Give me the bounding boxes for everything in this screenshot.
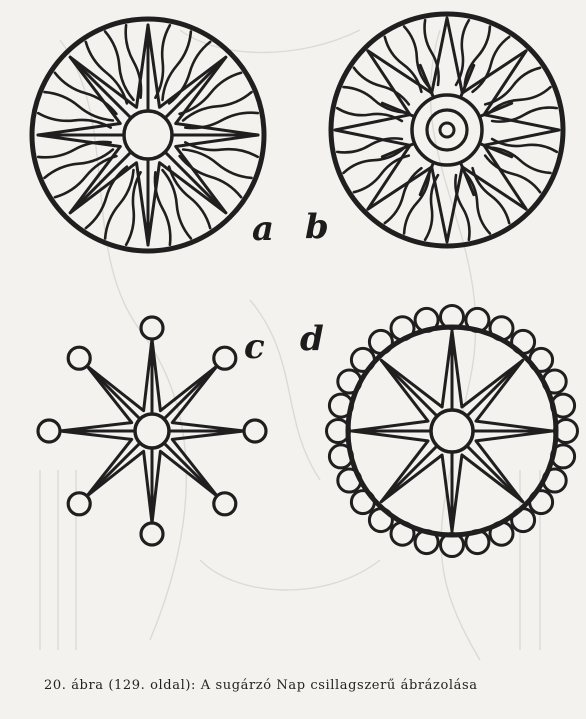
wavy-ray [105, 32, 133, 100]
end-dot [38, 420, 60, 442]
end-dot [214, 347, 236, 369]
star-spoke [87, 366, 140, 419]
inner-spoke [460, 162, 473, 194]
figure-caption: 20. ábra (129. oldal): A sugárzó Nap csi… [44, 678, 478, 693]
star-spoke [164, 366, 217, 419]
end-dot [244, 420, 266, 442]
label-b: b [305, 210, 329, 244]
wavy-ray [183, 92, 251, 120]
star-spoke [164, 443, 217, 496]
star-spoke [381, 446, 437, 502]
end-dot [214, 493, 236, 515]
wavy-ray [163, 32, 191, 100]
end-dot [141, 523, 163, 545]
sun-wheel-a [32, 19, 264, 251]
star-spoke [467, 446, 523, 502]
star-spoke [87, 443, 140, 496]
end-dot [141, 317, 163, 339]
inner-spoke [382, 143, 414, 156]
wavy-ray [183, 150, 251, 178]
wavy-ray [105, 170, 133, 238]
sun-wheel-b [331, 14, 563, 246]
end-dot [68, 347, 90, 369]
star-spoke [467, 360, 523, 416]
inner-spoke [479, 103, 511, 116]
star-outline [335, 18, 559, 242]
label-d: d [300, 322, 324, 356]
end-dot [68, 493, 90, 515]
label-c: c [244, 330, 265, 364]
label-a: a [252, 212, 274, 246]
star-spoke [381, 360, 437, 416]
wavy-ray [45, 92, 113, 120]
wavy-ray [163, 170, 191, 238]
wavy-ray [45, 150, 113, 178]
star-with-dots-c [38, 317, 266, 545]
